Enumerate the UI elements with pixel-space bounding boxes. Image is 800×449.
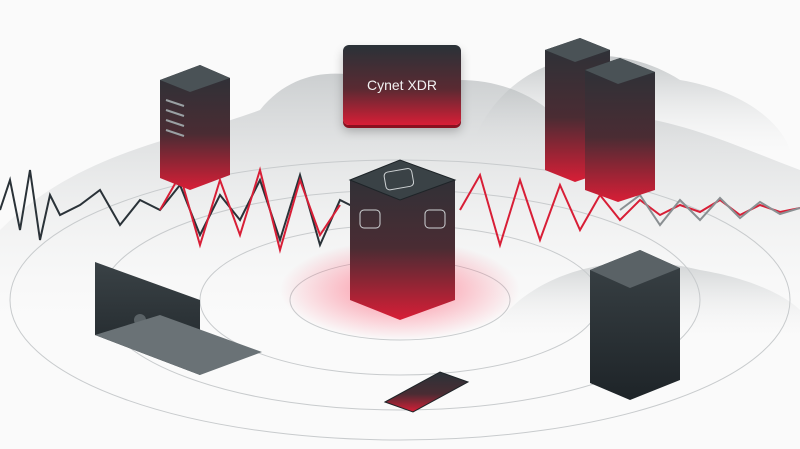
sound-waveform [0,166,800,254]
cynet-xdr-label-panel: Cynet XDR [343,45,461,125]
central-hub-device [348,159,457,320]
smartphone [383,371,470,413]
central-label: Cynet XDR [366,77,438,93]
tower-server-right [590,250,680,400]
server-rack-pair-right [545,38,655,202]
laptop [95,262,262,375]
server-rack-left [160,65,230,190]
